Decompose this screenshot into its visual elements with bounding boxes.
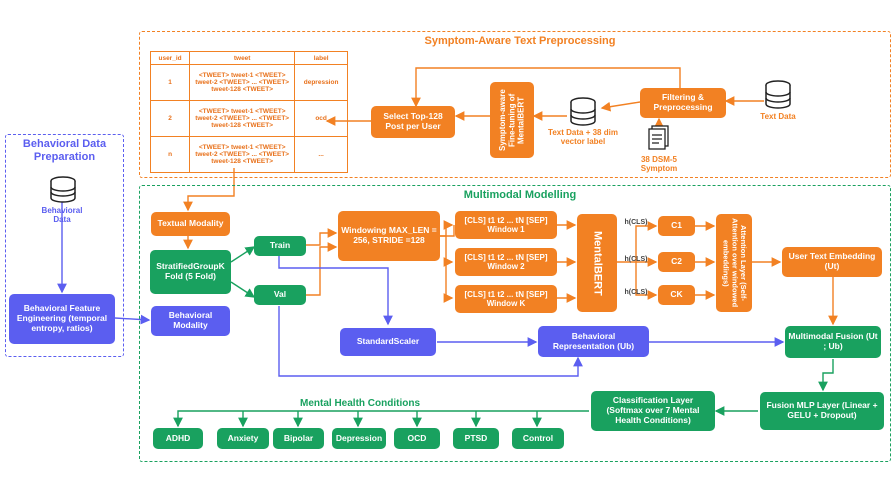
window-k-box: [CLS] t1 t2 ... tN [SEP] Window K — [455, 285, 557, 313]
database-icon — [765, 80, 791, 109]
hcls-label: h(CLS) — [624, 289, 648, 296]
mentalbert-box: MentalBERT — [577, 214, 617, 312]
text-data-vector-label: Text Data + 38 dim vector label — [548, 128, 618, 147]
val-box: Val — [254, 285, 306, 305]
condition-ocd: OCD — [394, 428, 440, 449]
condition-ptsd: PTSD — [453, 428, 499, 449]
train-box: Train — [254, 236, 306, 256]
ck-box: CK — [658, 285, 695, 305]
fusion-mlp-layer-box: Fusion MLP Layer (Linear + GELU + Dropou… — [760, 392, 884, 430]
database-icon — [50, 176, 76, 203]
table-header: label — [294, 51, 348, 65]
text-data-label: Text Data — [760, 112, 796, 121]
behavioral-representation-box: Behavioral Representation (Ub) — [538, 326, 649, 357]
table-row: 1 <TWEET> tweet-1 <TWEET> tweet-2 <TWEET… — [149, 64, 348, 101]
table-cell: 1 — [149, 64, 191, 101]
table-cell: depression — [294, 64, 348, 101]
table-row: n <TWEET> tweet-1 <TWEET> tweet-2 <TWEET… — [149, 136, 348, 173]
behavioral-region — [5, 134, 124, 357]
table-row: 2 <TWEET> tweet-1 <TWEET> tweet-2 <TWEET… — [149, 100, 348, 137]
table-cell: <TWEET> tweet-1 <TWEET> tweet-2 <TWEET> … — [189, 64, 296, 101]
behavioral-modality-box: Behavioral Modality — [151, 306, 230, 336]
attention-layer-box: Attention Layer (Self-Attention over win… — [716, 214, 752, 312]
table-cell: n — [149, 136, 191, 173]
condition-control: Control — [512, 428, 564, 449]
user-text-embedding-box: User Text Embedding (Ut) — [782, 247, 882, 277]
c2-box: C2 — [658, 252, 695, 272]
window-tokens: [CLS] t1 t2 ... tN [SEP] — [464, 215, 548, 225]
standard-scaler-box: StandardScaler — [340, 328, 436, 356]
multimodal-region — [139, 185, 891, 462]
condition-depression: Depression — [332, 428, 386, 449]
table-cell: ocd — [294, 100, 348, 137]
table-cell: ... — [294, 136, 348, 173]
mentalbert-label: MentalBERT — [591, 230, 604, 296]
windowing-box: Windowing MAX_LEN = 256, STRIDE =128 — [338, 211, 440, 261]
condition-adhd: ADHD — [153, 428, 203, 449]
window-name: Window 2 — [487, 262, 525, 271]
window-tokens: [CLS] t1 t2 ... tN [SEP] — [464, 289, 548, 299]
window-1-box: [CLS] t1 t2 ... tN [SEP] Window 1 — [455, 211, 557, 239]
classification-layer-box: Classification Layer (Softmax over 7 Men… — [591, 391, 715, 431]
behavioral-feature-engineering-box: Behavioral Feature Engineering (temporal… — [9, 294, 115, 344]
behavioral-data-label: Behavioral Data — [41, 206, 83, 225]
condition-bipolar: Bipolar — [273, 428, 324, 449]
mental-health-conditions-title: Mental Health Conditions — [300, 398, 420, 409]
select-top-128-box: Select Top-128 Post per User — [371, 106, 455, 138]
tweet-table: user_id tweet label 1 <TWEET> tweet-1 <T… — [149, 51, 348, 173]
table-header: tweet — [189, 51, 296, 65]
table-cell: <TWEET> tweet-1 <TWEET> tweet-2 <TWEET> … — [189, 136, 296, 173]
table-cell: 2 — [149, 100, 191, 137]
document-stack-icon — [648, 125, 669, 150]
finetune-mentalbert-box: Symptom-aware Fine-tuning of MentalBERT — [490, 82, 534, 158]
window-name: Window 1 — [487, 225, 525, 234]
window-name: Window K — [486, 299, 526, 308]
textual-modality-box: Textual Modality — [151, 212, 230, 236]
attention-layer-label: Attention Layer (Self-Attention over win… — [721, 218, 748, 308]
table-cell: <TWEET> tweet-1 <TWEET> tweet-2 <TWEET> … — [189, 100, 296, 137]
dsm-symptom-label: 38 DSM-5 Symptom — [640, 155, 678, 174]
preprocessing-title: Symptom-Aware Text Preprocessing — [424, 35, 616, 47]
multimodal-fusion-box: Multimodal Fusion (Ut ; Ub) — [785, 326, 881, 358]
window-tokens: [CLS] t1 t2 ... tN [SEP] — [464, 252, 548, 262]
behavioral-title: Behavioral Data Preparation — [22, 138, 107, 164]
preprocessing-region — [139, 31, 891, 178]
multimodal-title: Multimodal Modelling — [463, 189, 577, 201]
table-header: user_id — [149, 51, 191, 65]
stratified-kfold-box: StratifiedGroupK Fold (5 Fold) — [150, 250, 231, 294]
condition-anxiety: Anxiety — [217, 428, 269, 449]
hcls-label: h(CLS) — [624, 219, 648, 226]
database-icon — [570, 97, 596, 126]
hcls-label: h(CLS) — [624, 256, 648, 263]
c1-box: C1 — [658, 216, 695, 236]
filtering-preprocessing-box: Filtering & Preprocessing — [640, 88, 726, 118]
window-2-box: [CLS] t1 t2 ... tN [SEP] Window 2 — [455, 248, 557, 276]
